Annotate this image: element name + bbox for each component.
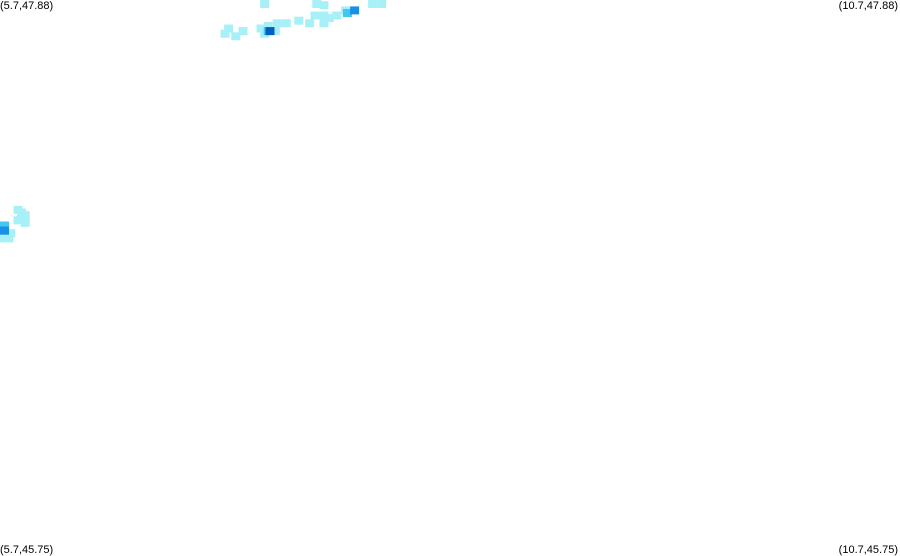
precipitation-cells	[0, 0, 387, 243]
precip-cell-light	[319, 11, 329, 20]
precip-cell-light	[305, 19, 315, 28]
precip-cell-light	[270, 27, 280, 36]
corner-label-bottom-right: (10.7,45.75)	[838, 544, 898, 556]
precip-cell-dark	[350, 6, 360, 15]
precip-cell-light	[324, 14, 334, 23]
precip-cell-light	[263, 21, 273, 30]
precip-cell-light	[377, 0, 387, 8]
precip-cell-light	[20, 211, 30, 220]
corner-label-top-right: (10.7,47.88)	[838, 0, 898, 12]
precip-cell-light	[294, 16, 304, 25]
precip-cell-medium	[342, 9, 352, 17]
precip-cell-light	[0, 234, 9, 243]
precip-cell-light	[319, 19, 329, 28]
precip-cell-light	[310, 11, 320, 20]
precip-cell-light	[272, 19, 282, 28]
precip-cell-light	[13, 216, 23, 225]
precip-cell-light	[256, 24, 266, 33]
precip-cell-core	[265, 27, 275, 36]
precip-cell-dark	[0, 226, 9, 235]
precip-cell-light	[220, 29, 230, 38]
precip-cell-light	[368, 0, 378, 8]
precip-cell-light	[260, 0, 270, 8]
precip-cell-light	[281, 19, 291, 28]
precip-cell-medium	[0, 221, 9, 230]
precip-cell-light	[231, 32, 241, 41]
corner-label-top-left: (5.7,47.88)	[0, 0, 54, 12]
precip-cell-light	[6, 229, 16, 238]
precip-cell-light	[312, 0, 322, 8]
precip-cell-light	[319, 1, 329, 10]
precip-cell-light	[20, 218, 30, 227]
precip-cell-light	[224, 24, 234, 33]
precip-cell-light	[332, 11, 342, 20]
precip-cell-light	[238, 27, 248, 36]
corner-label-bottom-left: (5.7,45.75)	[0, 544, 54, 556]
